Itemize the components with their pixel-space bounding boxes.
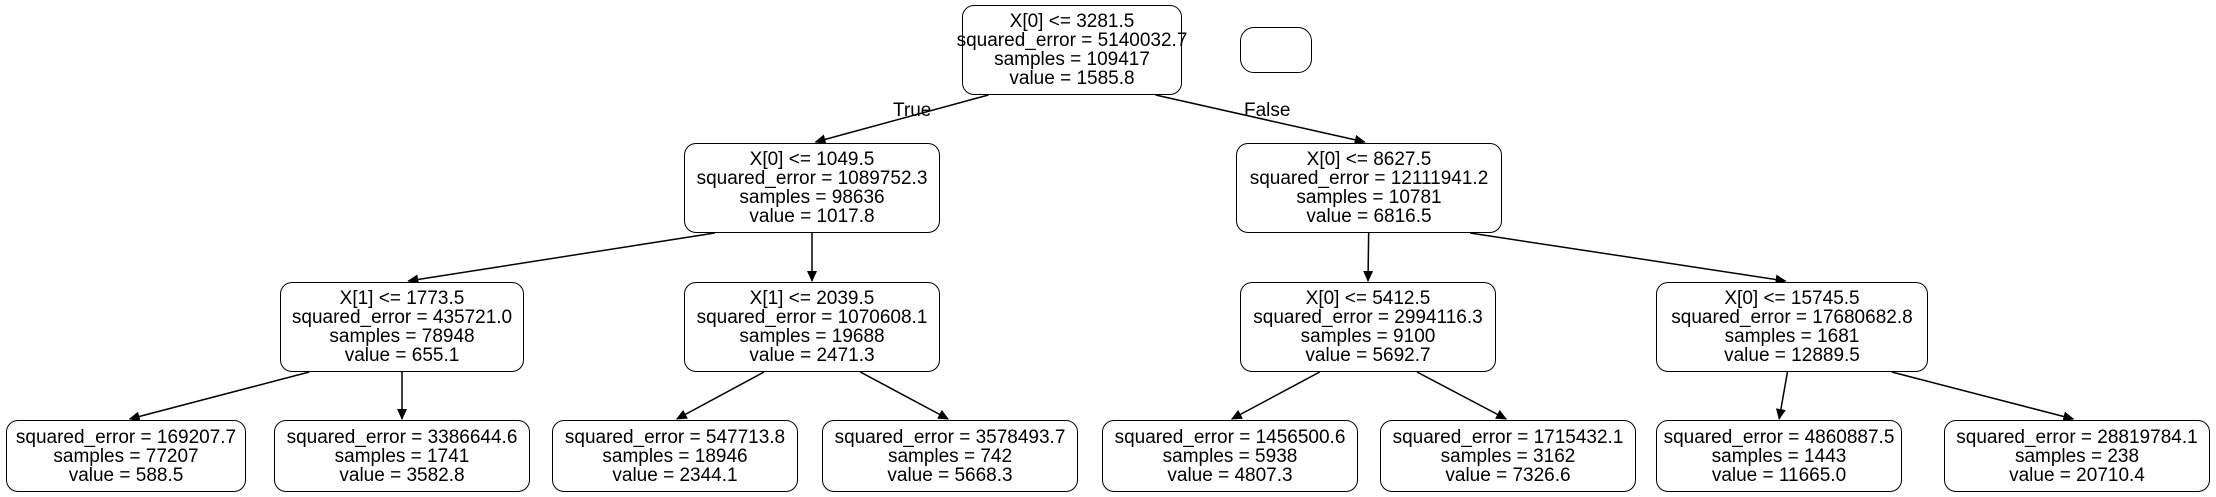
node-text-line: value = 12889.5 (1724, 345, 1860, 366)
edge-n2-n5 (1363, 232, 1374, 282)
node-text-line: X[0] <= 3281.5 (1009, 11, 1135, 32)
node-text-line: X[0] <= 5412.5 (1305, 288, 1431, 309)
node-text-line: value = 2344.1 (612, 464, 738, 486)
node-text-line: squared_error = 547713.8 (564, 426, 786, 448)
node-text-line: samples = 10781 (1296, 187, 1442, 208)
node-text-line: samples = 3162 (1440, 445, 1576, 467)
node-text-line: value = 588.5 (68, 464, 184, 486)
node-text-line: samples = 1741 (334, 445, 470, 467)
node-text-line: X[1] <= 1773.5 (339, 288, 465, 309)
edge-n5-n12 (1416, 371, 1508, 420)
empty-legend-box (1240, 27, 1312, 73)
node-text-line: value = 20710.4 (2009, 464, 2145, 486)
node-text-line: X[0] <= 1049.5 (749, 149, 875, 170)
node-text-line: squared_error = 17680682.8 (1671, 307, 1913, 328)
edge-n2-n6 (1469, 232, 1787, 285)
node-text-line: value = 2471.3 (749, 345, 875, 366)
edge-label-false: False (1244, 100, 1291, 121)
node-text-line: samples = 742 (887, 445, 1013, 467)
node-text-line: samples = 5938 (1162, 445, 1298, 467)
node-text-line: samples = 9100 (1300, 326, 1436, 347)
node-text-line: samples = 1443 (1711, 445, 1847, 467)
node-text-line: squared_error = 1070608.1 (696, 307, 928, 328)
edge-label-true: True (893, 100, 932, 121)
node-text-line: squared_error = 1456500.6 (1114, 426, 1346, 448)
node-text-line: value = 655.1 (344, 345, 460, 366)
edge-n4-n10 (859, 371, 950, 420)
edge-n6-n14 (1891, 371, 2075, 422)
node-text-line: value = 1585.8 (1009, 68, 1135, 89)
node-text-line: squared_error = 1089752.3 (696, 168, 928, 189)
node-text-line: value = 7326.6 (1445, 464, 1571, 486)
node-text-line: X[0] <= 8627.5 (1306, 149, 1432, 170)
node-text-line: X[1] <= 2039.5 (749, 288, 875, 309)
node-text-line: squared_error = 12111941.2 (1249, 168, 1489, 189)
node-text-line: samples = 238 (2014, 445, 2140, 467)
edge-n0-n1 (814, 94, 989, 145)
edge-n6-n13 (1775, 371, 1789, 420)
edge-n0-n2 (1155, 94, 1366, 145)
node-text-line: squared_error = 5140032.7 (956, 30, 1188, 51)
node-text-line: squared_error = 169207.7 (15, 426, 237, 448)
node-text-line: squared_error = 4860887.5 (1663, 426, 1895, 448)
edge-n4-n9 (675, 371, 765, 420)
node-text-line: samples = 18946 (602, 445, 748, 467)
node-text-line: squared_error = 435721.0 (291, 307, 513, 328)
edge-n5-n11 (1230, 371, 1321, 420)
edge-n1-n3 (407, 232, 715, 285)
node-text-line: value = 1017.8 (749, 206, 875, 227)
node-text-line: value = 6816.5 (1306, 206, 1432, 227)
node-text-line: samples = 98636 (739, 187, 885, 208)
node-text-line: value = 11665.0 (1711, 464, 1847, 486)
node-text-line: squared_error = 3386644.6 (286, 426, 518, 448)
node-text-line: squared_error = 28819784.1 (1956, 426, 2198, 448)
node-text-line: value = 5692.7 (1305, 345, 1431, 366)
node-text-line: value = 4807.3 (1167, 464, 1293, 486)
node-text-line: samples = 77207 (53, 445, 199, 467)
node-text-line: squared_error = 2994116.3 (1253, 307, 1483, 328)
edge-n3-n7 (128, 371, 310, 422)
node-text-line: value = 5668.3 (887, 464, 1013, 486)
node-text-line: squared_error = 3578493.7 (834, 426, 1066, 448)
node-text-line: squared_error = 1715432.1 (1392, 426, 1624, 448)
node-text-line: X[0] <= 15745.5 (1724, 288, 1860, 309)
node-text-line: samples = 109417 (994, 49, 1150, 70)
node-text-line: value = 3582.8 (339, 464, 465, 486)
node-text-line: samples = 1681 (1724, 326, 1860, 347)
node-text-line: samples = 19688 (739, 326, 885, 347)
node-text-line: samples = 78948 (329, 326, 475, 347)
